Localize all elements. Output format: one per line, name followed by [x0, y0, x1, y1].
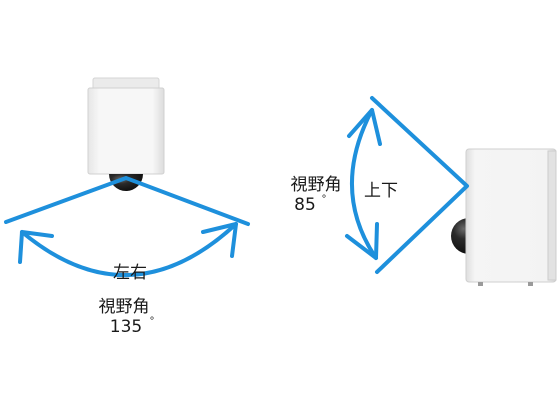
camera-front-body [87, 87, 165, 175]
vertical-arc-arrow-bottom [345, 222, 379, 260]
vertical-view-boundary [370, 96, 469, 274]
horizontal-view-lines [4, 176, 250, 278]
horizontal-degree-mark: ° [150, 316, 155, 327]
vertical-fov-label: 視野角 [291, 175, 342, 195]
camera-side-back-plate [547, 150, 557, 281]
vertical-arc-arrow-top [347, 108, 382, 146]
horizontal-fov-label: 視野角 [99, 297, 150, 317]
horizontal-arc-arrow-right [201, 222, 238, 258]
camera-side-view [451, 148, 557, 286]
horizontal-fov-value: 135 [110, 317, 142, 337]
vertical-view-arc [349, 108, 378, 260]
camera-side-body [465, 148, 557, 283]
horizontal-view-boundary [4, 176, 250, 226]
camera-side-foot-right [528, 282, 533, 286]
vertical-degree-mark: ° [322, 194, 327, 205]
horizontal-arc-arrow-left [18, 230, 54, 264]
horizontal-direction-label: 左右 [113, 263, 147, 283]
vertical-view-lines [345, 96, 469, 274]
camera-front-lens [109, 174, 143, 191]
vertical-view-group: 視野角 85 ° 上下 [291, 96, 557, 286]
horizontal-view-arc [20, 222, 238, 278]
camera-front-view [87, 77, 165, 191]
vertical-direction-label: 上下 [364, 181, 398, 201]
vertical-fov-value: 85 [294, 195, 316, 215]
horizontal-view-group: 左右 視野角 135 ° [4, 77, 250, 337]
camera-side-foot-left [478, 282, 483, 286]
